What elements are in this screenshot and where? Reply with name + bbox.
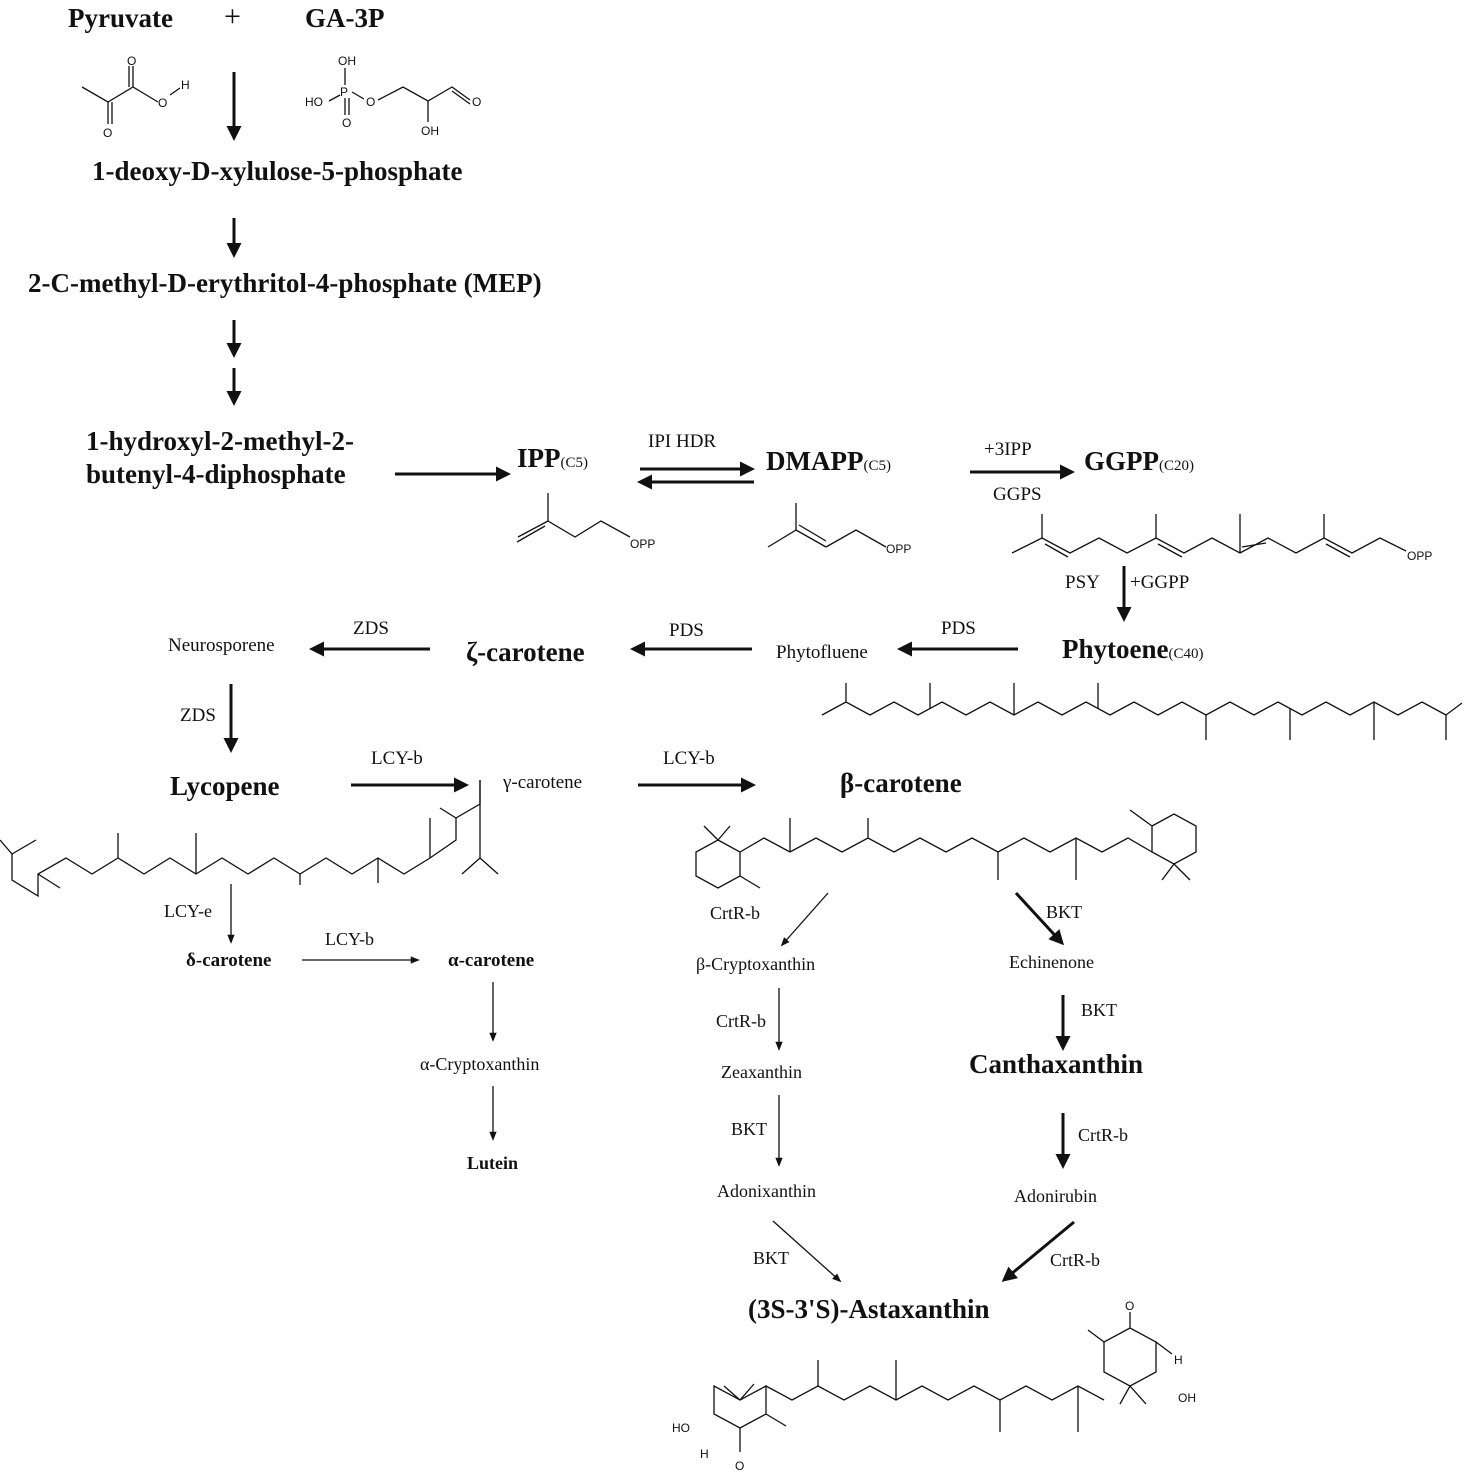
node-ipp: IPP(C5)	[517, 443, 588, 473]
arrow-adonixanthin-to-astaxanthin	[772, 1220, 842, 1283]
ga3p-structure	[328, 68, 471, 122]
enzyme-lcyb-2: LCY-b	[663, 748, 715, 769]
node-mep: 2-C-methyl-D-erythritol-4-phosphate (MEP…	[28, 268, 542, 298]
node-beta-carotene: β-carotene	[840, 768, 962, 798]
enzyme-ipi-hdr: IPI HDR	[648, 431, 717, 452]
node-dmapp: DMAPP(C5)	[766, 446, 891, 476]
atom-opp: OPP	[1407, 549, 1433, 563]
atom-p: P	[340, 85, 349, 99]
node-adonirubin: Adonirubin	[1014, 1186, 1097, 1206]
node-dxp: 1-deoxy-D-xylulose-5-phosphate	[92, 156, 463, 186]
enzyme-plus-3ipp: +3IPP	[984, 439, 1032, 460]
ggpp-structure	[1011, 537, 1407, 554]
enzyme-bkt-2: BKT	[1081, 1000, 1117, 1020]
enzyme-zds-left: ZDS	[180, 705, 216, 726]
phytoene-structure	[821, 701, 1447, 716]
ipp-structure	[516, 493, 631, 543]
node-phytofluene: Phytofluene	[776, 642, 868, 663]
enzyme-zds-top: ZDS	[353, 618, 389, 639]
node-pyruvate: Pyruvate	[68, 3, 173, 33]
atom-o: O	[1125, 1299, 1135, 1313]
atom-h: H	[1174, 1353, 1183, 1367]
enzyme-bkt-3: BKT	[731, 1119, 767, 1139]
arrow-beta-to-echinenone	[1014, 891, 1065, 946]
atom-o: O	[103, 126, 113, 140]
enzyme-bkt-4: BKT	[753, 1248, 789, 1268]
beta-carotene-structure	[695, 809, 1197, 889]
atom-ho: HO	[672, 1421, 690, 1435]
atom-ho: HO	[305, 95, 323, 109]
arrow-adonirubin-to-astaxanthin	[1001, 1220, 1075, 1282]
enzyme-lcyb-1: LCY-b	[371, 748, 423, 769]
node-beta-cryptoxanthin: β-Cryptoxanthin	[696, 954, 816, 974]
node-astaxanthin: (3S-3'S)-Astaxanthin	[748, 1294, 990, 1324]
node-gamma-carotene: γ-carotene	[503, 772, 583, 793]
node-lycopene: Lycopene	[170, 771, 280, 801]
enzyme-lcyb-3: LCY-b	[325, 929, 374, 949]
atom-opp: OPP	[630, 537, 656, 551]
enzyme-crtrb-1: CrtR-b	[710, 903, 761, 923]
enzyme-pds-left: PDS	[669, 620, 704, 641]
atom-h: H	[181, 78, 190, 92]
pyruvate-structure	[81, 66, 181, 124]
enzyme-lcye: LCY-e	[164, 901, 212, 921]
enzyme-pds-right: PDS	[941, 618, 976, 639]
node-hmbpp-line2: butenyl-4-diphosphate	[86, 459, 346, 489]
atom-o: O	[158, 96, 168, 110]
node-neurosporene: Neurosporene	[168, 635, 275, 656]
node-adonixanthin: Adonixanthin	[717, 1181, 816, 1201]
enzyme-crtrb-2: CrtR-b	[716, 1011, 767, 1031]
dmapp-structure	[767, 503, 887, 548]
enzyme-psy: PSY	[1065, 572, 1100, 593]
enzyme-crtrb-3: CrtR-b	[1078, 1125, 1129, 1145]
node-phytoene: Phytoene(C40)	[1062, 634, 1204, 664]
atom-oh: OH	[338, 54, 356, 68]
enzyme-plus-ggpp: +GGPP	[1130, 572, 1190, 593]
lycopene-structure	[11, 780, 481, 898]
enzyme-crtrb-4: CrtR-b	[1050, 1250, 1101, 1270]
node-delta-carotene: δ-carotene	[186, 950, 272, 971]
node-hmbpp-line1: 1-hydroxyl-2-methyl-2-	[86, 426, 354, 456]
node-canthaxanthin: Canthaxanthin	[969, 1049, 1144, 1079]
plus-sign: +	[224, 0, 241, 33]
node-lutein: Lutein	[467, 1153, 519, 1173]
atom-o: O	[735, 1459, 745, 1473]
node-ggpp: GGPP(C20)	[1084, 446, 1194, 476]
atom-h: H	[700, 1447, 709, 1461]
atom-opp: OPP	[886, 542, 912, 556]
atom-oh: OH	[1178, 1391, 1196, 1405]
enzyme-bkt-1: BKT	[1046, 902, 1082, 922]
arrow-beta-to-betacrypto	[780, 892, 829, 947]
node-alpha-cryptoxanthin: α-Cryptoxanthin	[420, 1054, 540, 1074]
node-echinenone: Echinenone	[1009, 952, 1094, 972]
node-alpha-carotene: α-carotene	[448, 950, 535, 971]
node-ga3p: GA-3P	[305, 3, 385, 33]
atom-o: O	[127, 54, 137, 68]
node-zeaxanthin: Zeaxanthin	[721, 1062, 802, 1082]
atom-oh: OH	[421, 124, 439, 138]
atom-o: O	[472, 95, 482, 109]
atom-o: O	[342, 116, 352, 130]
enzyme-ggps: GGPS	[993, 484, 1042, 505]
node-zeta-carotene: ζ-carotene	[466, 637, 585, 667]
atom-o: O	[366, 95, 376, 109]
astaxanthin-structure	[713, 1312, 1173, 1452]
